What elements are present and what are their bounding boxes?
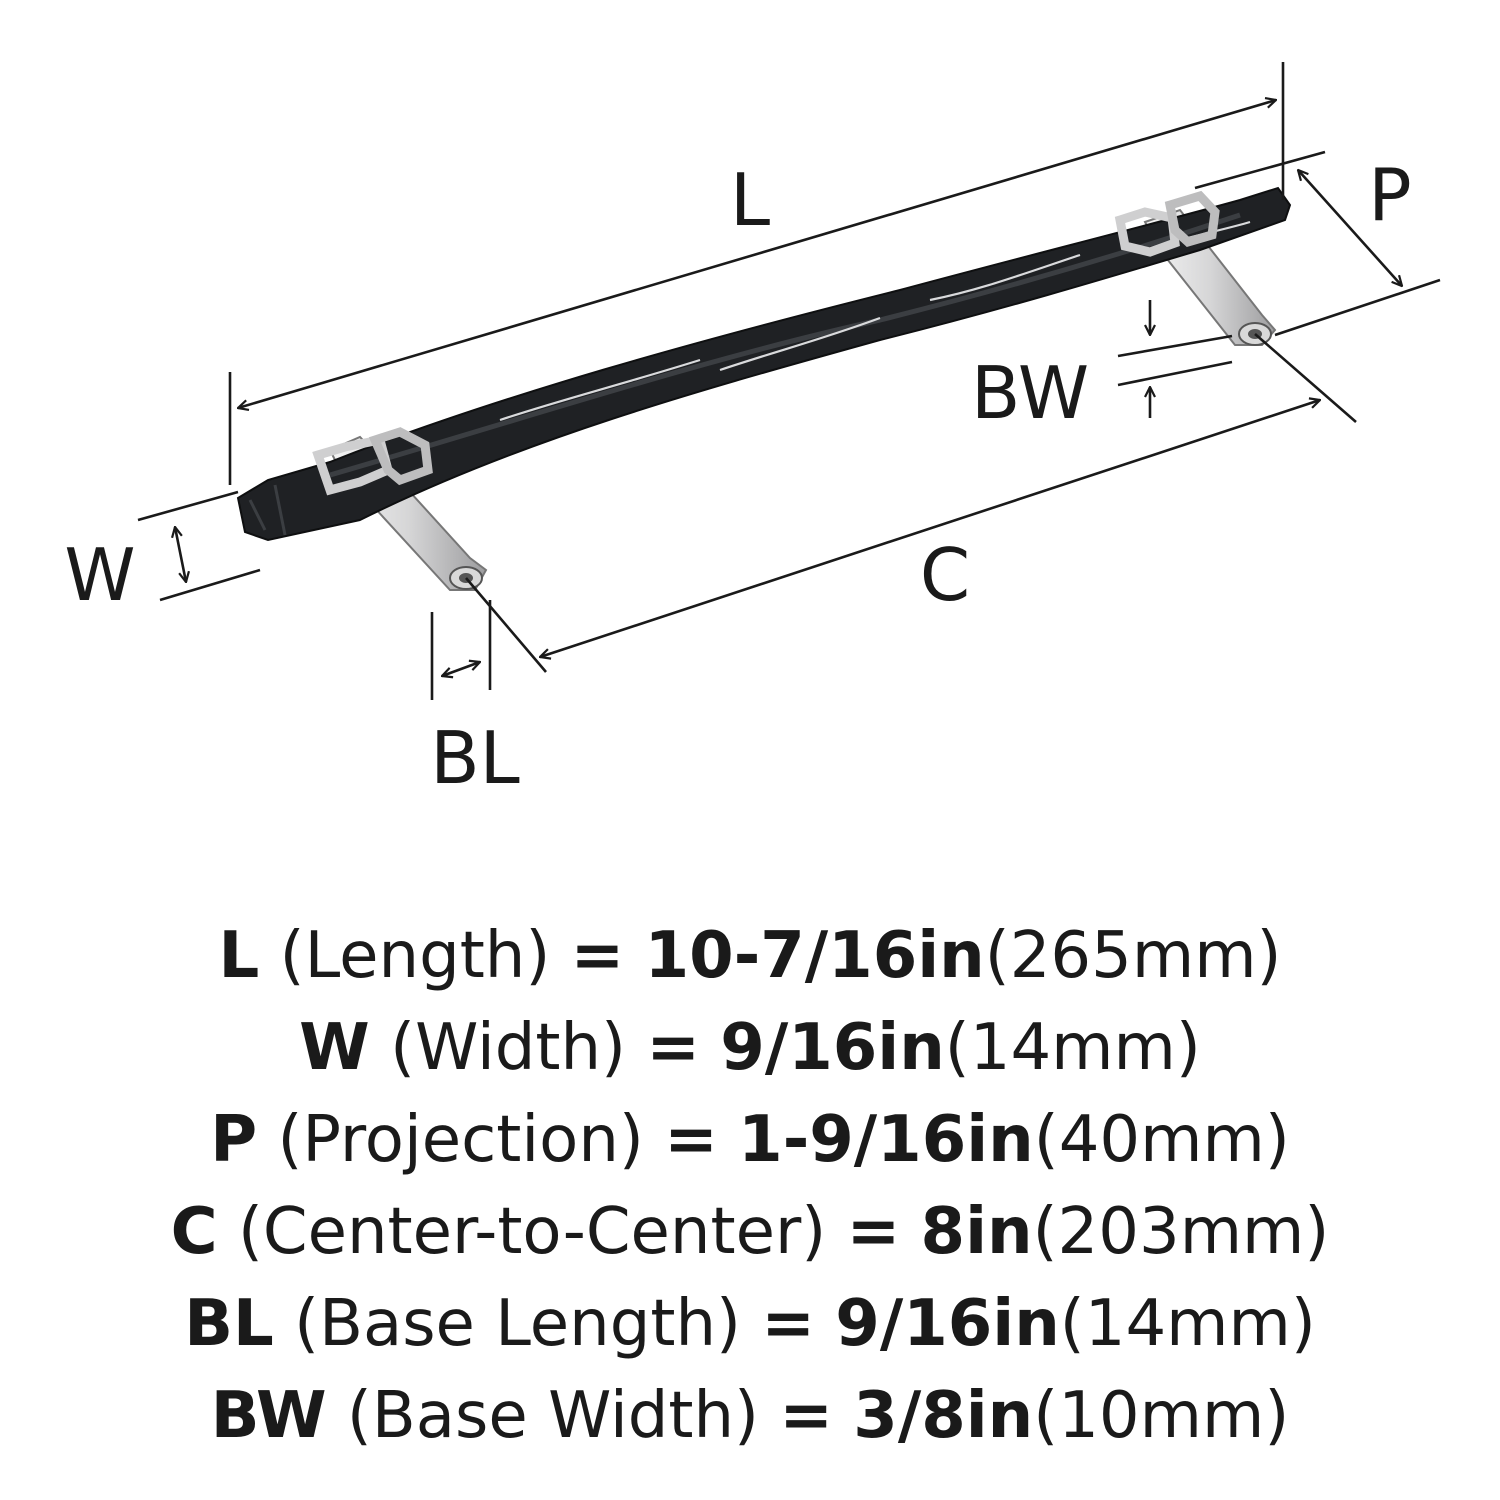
spec-metric: (203mm)	[1032, 1195, 1330, 1269]
dimension-diagram: L W P BW C BL	[64, 62, 1441, 800]
spec-width: W (Width) = 9/16in(14mm)	[0, 1002, 1500, 1094]
center-dimension: C	[465, 333, 1357, 673]
width-label: W	[64, 533, 135, 617]
spec-base-length: BL (Base Length) = 9/16in(14mm)	[0, 1278, 1500, 1370]
spec-center-to-center: C (Center-to-Center) = 8in(203mm)	[0, 1186, 1500, 1278]
projection-label: P	[1368, 153, 1411, 237]
spec-equals: =	[570, 919, 625, 993]
length-label: L	[730, 158, 770, 242]
spec-symbol: L	[218, 919, 260, 993]
spec-imperial: 9/16in	[720, 1011, 945, 1085]
spec-symbol: BL	[184, 1287, 274, 1361]
spec-name: (Length)	[279, 919, 551, 993]
spec-length: L (Length) = 10-7/16in(265mm)	[0, 910, 1500, 1002]
spec-symbol: C	[170, 1195, 218, 1269]
width-dimension: W	[64, 490, 261, 617]
spec-equals: =	[761, 1287, 815, 1361]
spec-metric: (10mm)	[1033, 1379, 1290, 1453]
spec-equals: =	[664, 1103, 718, 1177]
base-width-dimension: BW	[971, 300, 1233, 435]
specification-list: L (Length) = 10-7/16in(265mm) W (Width) …	[0, 910, 1500, 1462]
base-length-dimension: BL	[430, 600, 520, 800]
spec-name: (Base Length)	[294, 1287, 741, 1361]
spec-imperial: 1-9/16in	[738, 1103, 1034, 1177]
projection-dimension: P	[1194, 150, 1441, 337]
spec-base-width: BW (Base Width) = 3/8in(10mm)	[0, 1370, 1500, 1462]
spec-metric: (14mm)	[1059, 1287, 1316, 1361]
base-length-label: BL	[430, 716, 520, 800]
spec-name: (Projection)	[277, 1103, 644, 1177]
spec-imperial: 8in	[920, 1195, 1033, 1269]
cabinet-pull-handle	[236, 186, 1292, 591]
spec-equals: =	[779, 1379, 833, 1453]
spec-symbol: BW	[210, 1379, 327, 1453]
length-dimension: L	[228, 62, 1285, 485]
left-collar	[312, 427, 433, 496]
spec-name: (Width)	[390, 1011, 626, 1085]
spec-equals: =	[646, 1011, 700, 1085]
base-width-label: BW	[971, 351, 1089, 435]
spec-imperial: 3/8in	[853, 1379, 1034, 1453]
spec-metric: (40mm)	[1033, 1103, 1290, 1177]
spec-symbol: W	[299, 1011, 370, 1085]
spec-metric: (14mm)	[944, 1011, 1201, 1085]
spec-projection: P (Projection) = 1-9/16in(40mm)	[0, 1094, 1500, 1186]
spec-imperial: 9/16in	[835, 1287, 1060, 1361]
spec-metric: (265mm)	[984, 919, 1282, 993]
spec-equals: =	[846, 1195, 901, 1269]
spec-symbol: P	[210, 1103, 258, 1177]
spec-name: (Center-to-Center)	[237, 1195, 827, 1269]
spec-name: (Base Width)	[346, 1379, 759, 1453]
spec-imperial: 10-7/16in	[644, 919, 985, 993]
center-label: C	[920, 533, 970, 617]
